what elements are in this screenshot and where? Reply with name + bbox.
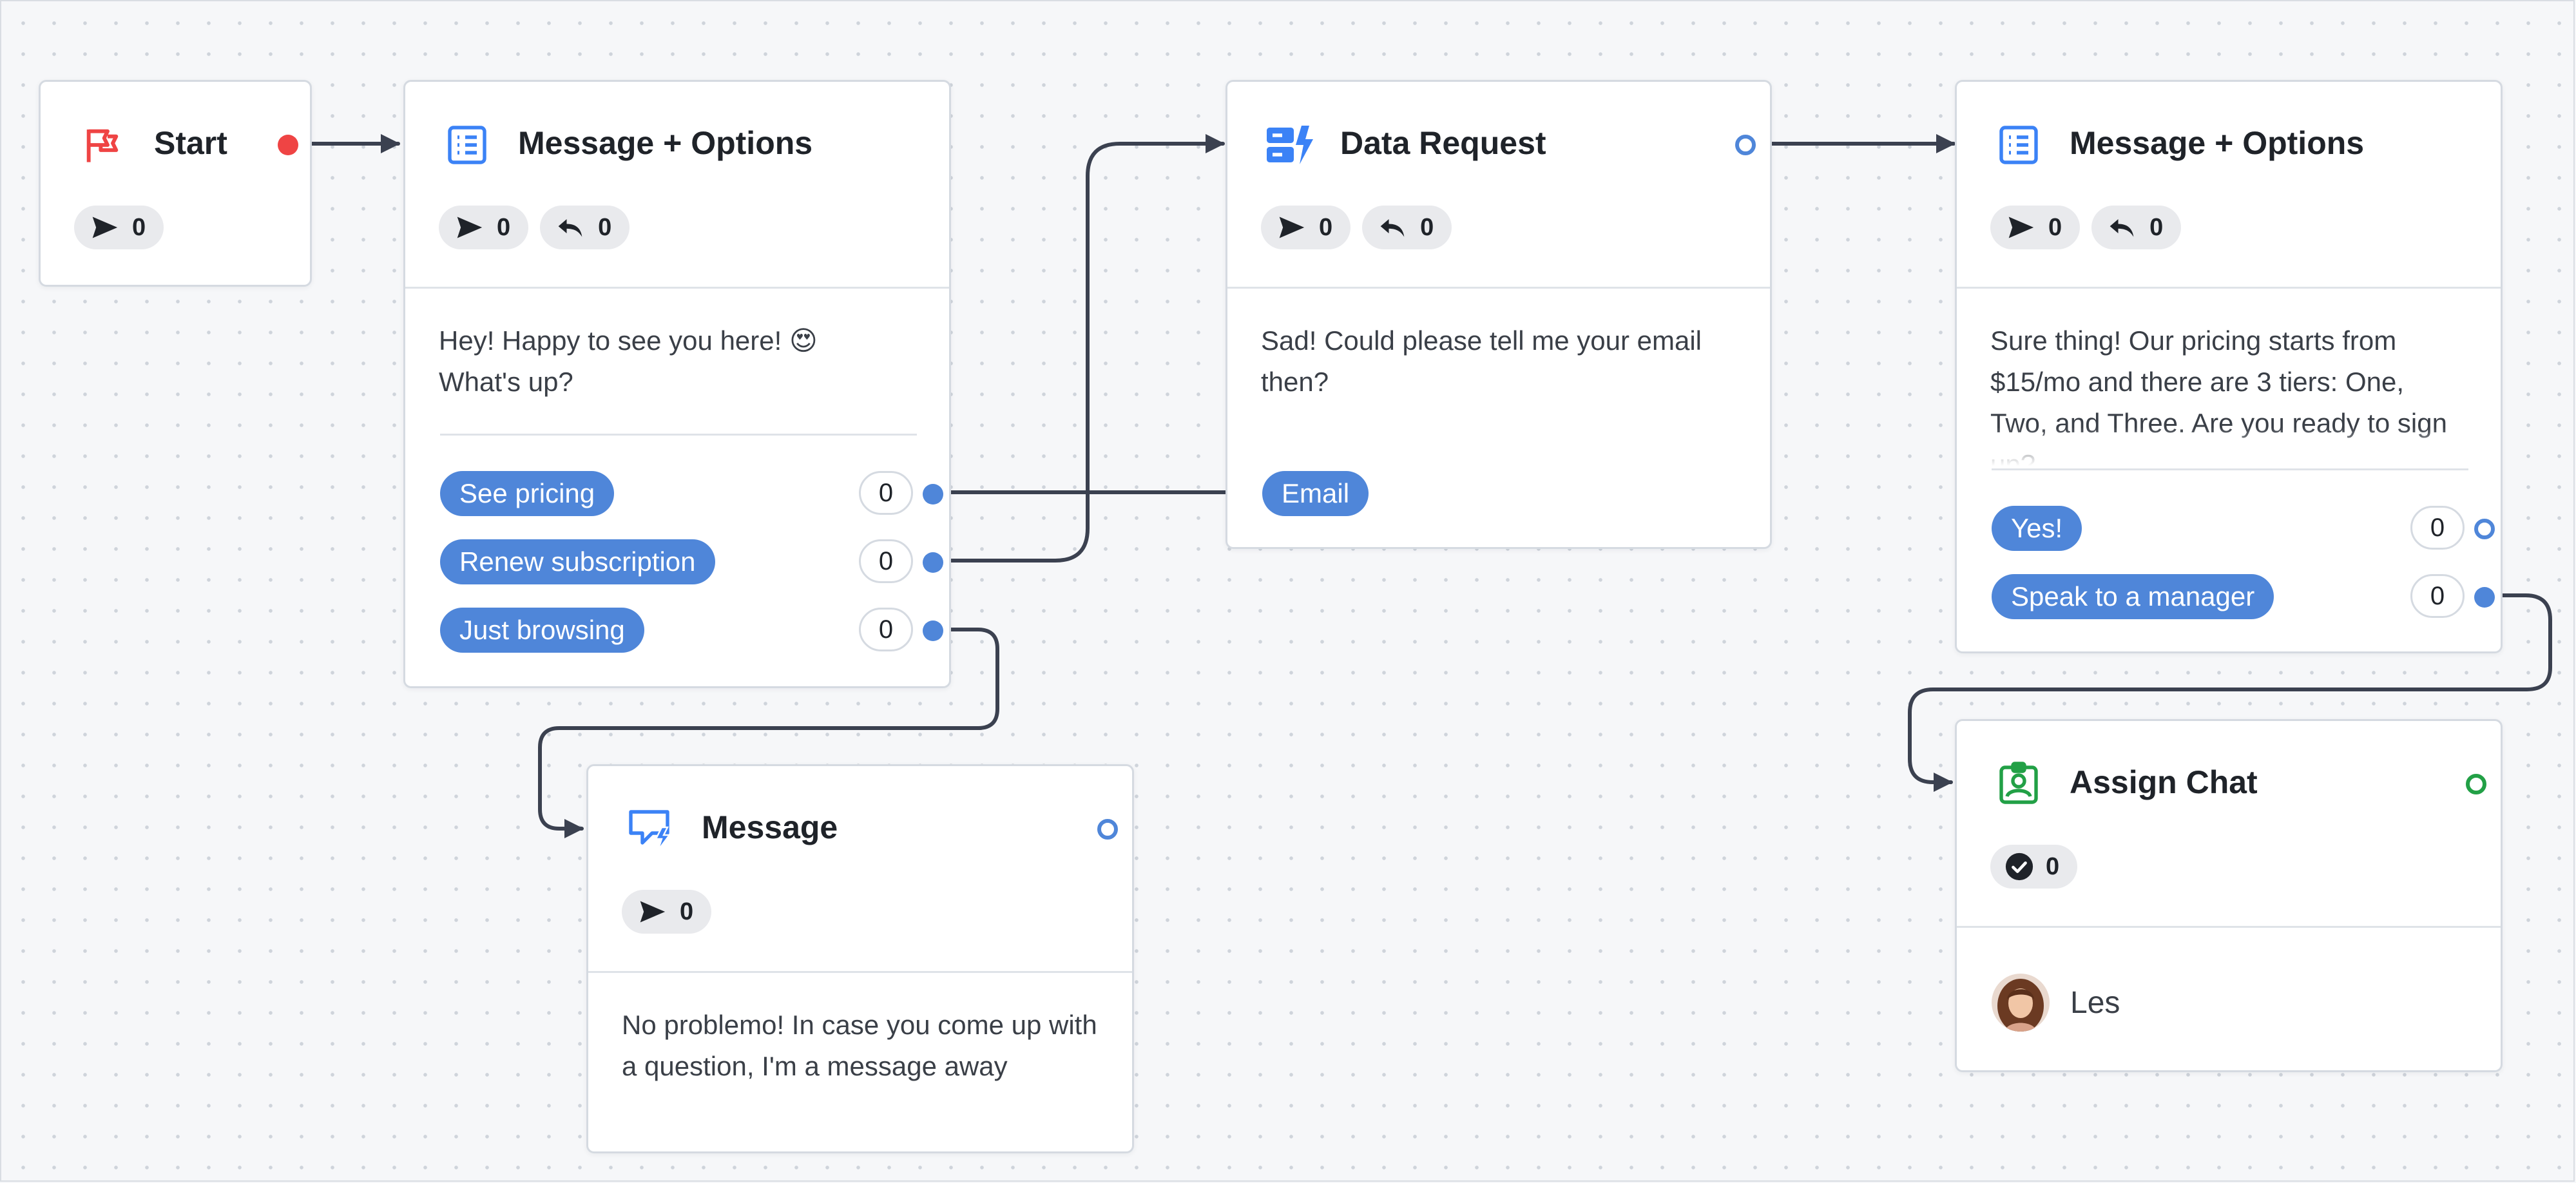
assigned-agent-name: Les <box>2070 986 2120 1020</box>
message-icon <box>627 806 673 852</box>
option-port[interactable] <box>2474 519 2495 539</box>
node-title: Start <box>154 125 227 161</box>
assign-chat-icon <box>1995 760 2042 806</box>
sent-count-badge: 0 <box>1261 206 1351 249</box>
divider <box>1992 468 2468 470</box>
reply-count-badge: 0 <box>2091 206 2182 249</box>
sent-count-badge: 0 <box>622 890 712 934</box>
option-port[interactable] <box>923 552 943 573</box>
option-port[interactable] <box>2474 587 2495 608</box>
message-text-clip: Sure thing! Our pricing starts from $15/… <box>1957 320 2501 466</box>
start-node[interactable]: Start 0 <box>39 80 312 287</box>
option-count: 0 <box>859 471 913 515</box>
divider <box>440 434 917 436</box>
completed-count-badge: 0 <box>1990 845 2078 889</box>
option-yes[interactable]: Yes! <box>1992 506 2082 551</box>
node-stats: 0 0 <box>439 206 630 249</box>
list-icon <box>1995 122 2042 168</box>
send-icon <box>92 216 118 238</box>
data-request-icon <box>1265 122 1313 168</box>
divider <box>1227 287 1770 289</box>
message-options-node[interactable]: Message + Options 0 0 Hey! Happy to see … <box>403 80 951 688</box>
node-title: Message + Options <box>2070 125 2365 161</box>
option-count: 0 <box>859 539 913 583</box>
option-count: 0 <box>2410 574 2465 618</box>
sent-count-badge: 0 <box>74 206 164 249</box>
node-stats: 0 <box>1990 845 2078 889</box>
divider <box>405 287 949 289</box>
output-port[interactable] <box>278 135 298 155</box>
divider <box>588 971 1132 973</box>
list-icon <box>444 122 490 168</box>
reply-count-badge: 0 <box>540 206 630 249</box>
option-just-browsing[interactable]: Just browsing <box>440 608 644 653</box>
reply-count-badge: 0 <box>1362 206 1452 249</box>
output-port[interactable] <box>2466 774 2486 794</box>
option-count: 0 <box>859 608 913 651</box>
node-title: Data Request <box>1340 125 1546 161</box>
reply-icon <box>2110 219 2134 237</box>
node-title: Message <box>702 809 838 845</box>
sent-count-badge: 0 <box>1990 206 2081 249</box>
flag-icon <box>82 123 123 167</box>
node-stats: 0 0 <box>1261 206 1452 249</box>
check-circle-icon <box>2005 852 2033 881</box>
option-count: 0 <box>2410 506 2465 550</box>
sent-count-badge: 0 <box>439 206 529 249</box>
text-fade <box>1957 427 2501 466</box>
reply-icon <box>558 219 582 237</box>
option-port[interactable] <box>923 484 943 505</box>
node-stats: 0 <box>74 206 164 249</box>
message-text: Hey! Happy to see you here! 😍 What's up? <box>439 325 818 397</box>
assign-chat-node[interactable]: Assign Chat 0 Les <box>1955 719 2503 1072</box>
output-port[interactable] <box>1097 819 1118 840</box>
option-port[interactable] <box>923 620 943 641</box>
message-node[interactable]: Message 0 No problemo! In case you come … <box>586 764 1134 1153</box>
send-icon <box>2008 216 2034 238</box>
message-text: Sad! Could please tell me your email the… <box>1261 325 1702 397</box>
node-stats: 0 <box>622 890 712 934</box>
reply-icon <box>1380 219 1405 237</box>
avatar <box>1992 974 2050 1032</box>
send-icon <box>1279 216 1305 238</box>
send-icon <box>457 216 483 238</box>
node-stats: 0 0 <box>1990 206 2182 249</box>
connector-renew-to-data-request <box>939 134 1225 563</box>
option-renew-subscription[interactable]: Renew subscription <box>440 539 715 584</box>
divider <box>1957 287 2501 289</box>
data-request-node[interactable]: Data Request 0 0 Sad! Could please tell … <box>1226 80 1772 549</box>
option-see-pricing[interactable]: See pricing <box>440 471 615 516</box>
send-icon <box>640 901 666 923</box>
message-text: No problemo! In case you come up with a … <box>622 1010 1097 1081</box>
output-port[interactable] <box>1735 135 1756 155</box>
option-speak-to-manager[interactable]: Speak to a manager <box>1992 574 2274 619</box>
node-title: Message + Options <box>518 125 813 161</box>
divider <box>1957 926 2501 928</box>
data-field-email[interactable]: Email <box>1262 471 1369 516</box>
message-options-node[interactable]: Message + Options 0 0 Sure thing! Our pr… <box>1955 80 2503 653</box>
node-title: Assign Chat <box>2070 764 2258 800</box>
